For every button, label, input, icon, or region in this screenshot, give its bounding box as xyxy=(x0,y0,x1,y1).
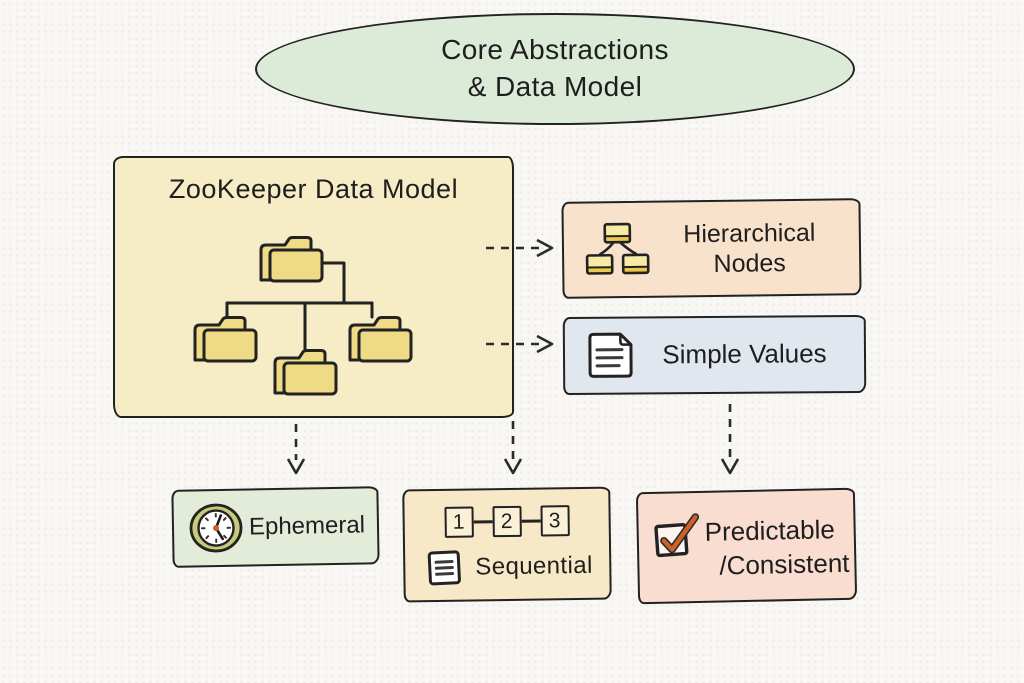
predictable-label: Predictable /Consistent xyxy=(704,504,850,584)
folder-icon-left-child xyxy=(193,316,258,363)
folder-tree-icon xyxy=(193,236,413,396)
document-icon xyxy=(427,550,461,586)
header-title-line2: & Data Model xyxy=(467,71,643,102)
simple-values-label: Simple Values xyxy=(662,338,827,370)
tree-connectors xyxy=(225,261,374,352)
folder-icon-center-child xyxy=(273,349,338,396)
node-top xyxy=(603,222,632,244)
zookeeper-data-model-box: ZooKeeper Data Model xyxy=(113,156,514,418)
folder-icon-root xyxy=(259,236,324,283)
arrow-simple-values-to-predictable xyxy=(720,404,740,475)
arrow-zk-to-sequential xyxy=(503,421,523,475)
hierarchical-nodes-box: Hierarchical Nodes xyxy=(561,198,862,299)
node-left xyxy=(585,253,614,275)
predictable-label-line2: /Consistent xyxy=(719,547,850,581)
hierarchical-nodes-label: Hierarchical Nodes xyxy=(650,217,860,280)
sequence-step-2: 2 xyxy=(491,505,522,538)
clock-icon xyxy=(189,503,243,553)
ephemeral-label: Ephemeral xyxy=(248,511,366,541)
sequence-step-1: 1 xyxy=(443,506,474,538)
sequential-box: 1 2 3 Sequential xyxy=(402,486,612,603)
hierarchical-label-line2: Nodes xyxy=(713,248,786,278)
document-icon xyxy=(588,332,633,378)
zookeeper-box-title: ZooKeeper Data Model xyxy=(168,174,459,204)
sequence-steps: 1 2 3 xyxy=(404,505,608,539)
sequence-connector xyxy=(473,520,493,524)
sequence-connector xyxy=(521,519,541,523)
sequence-step-3: 3 xyxy=(539,505,570,537)
node-right xyxy=(621,252,650,274)
predictable-consistent-box: Predictable /Consistent xyxy=(635,487,858,605)
sequential-label: Sequential xyxy=(475,551,593,581)
header-title-line1: Core Abstractions xyxy=(441,34,669,66)
ephemeral-box: Ephemeral xyxy=(171,486,380,568)
arrow-zk-to-ephemeral xyxy=(286,424,306,475)
header-ellipse: Core Abstractions & Data Model xyxy=(255,13,855,125)
hierarchical-label-line1: Hierarchical xyxy=(683,218,816,248)
simple-values-box: Simple Values xyxy=(562,314,867,396)
predictable-label-line1: Predictable xyxy=(704,514,836,547)
checkbox-check-icon xyxy=(654,513,700,558)
cluster-nodes-icon xyxy=(585,222,650,275)
folder-icon-right-child xyxy=(348,316,413,363)
